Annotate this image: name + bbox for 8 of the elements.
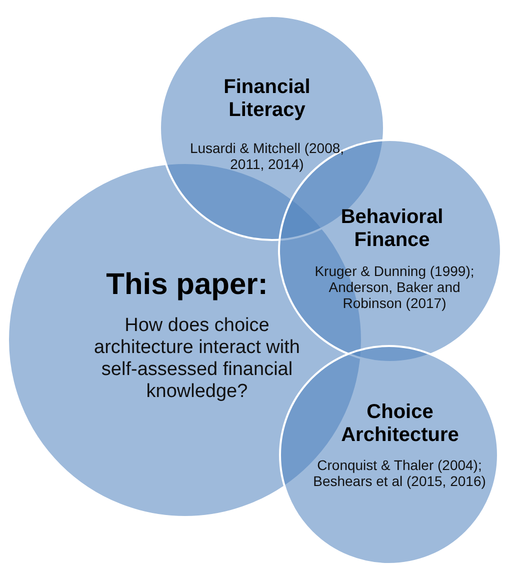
circle-body-text: Lusardi & Mitchell (2008, 2011, 2014) — [188, 140, 346, 172]
circle-heading: This paper: — [105, 268, 269, 302]
circle-heading: Choice Architecture — [340, 401, 460, 447]
circle-body-text: Kruger & Dunning (1999); Anderson, Baker and Robinson (2017) — [314, 263, 476, 312]
circle-heading: Behavioral Finance — [340, 206, 444, 252]
circle-body-text: How does choice architecture interact with self-assessed financial knowledge? — [93, 315, 301, 402]
circle-body-text: Cronquist & Thaler (2004); Beshears et al (2015, 2016) — [312, 457, 487, 490]
circle-heading: Financial Literacy — [222, 76, 312, 122]
